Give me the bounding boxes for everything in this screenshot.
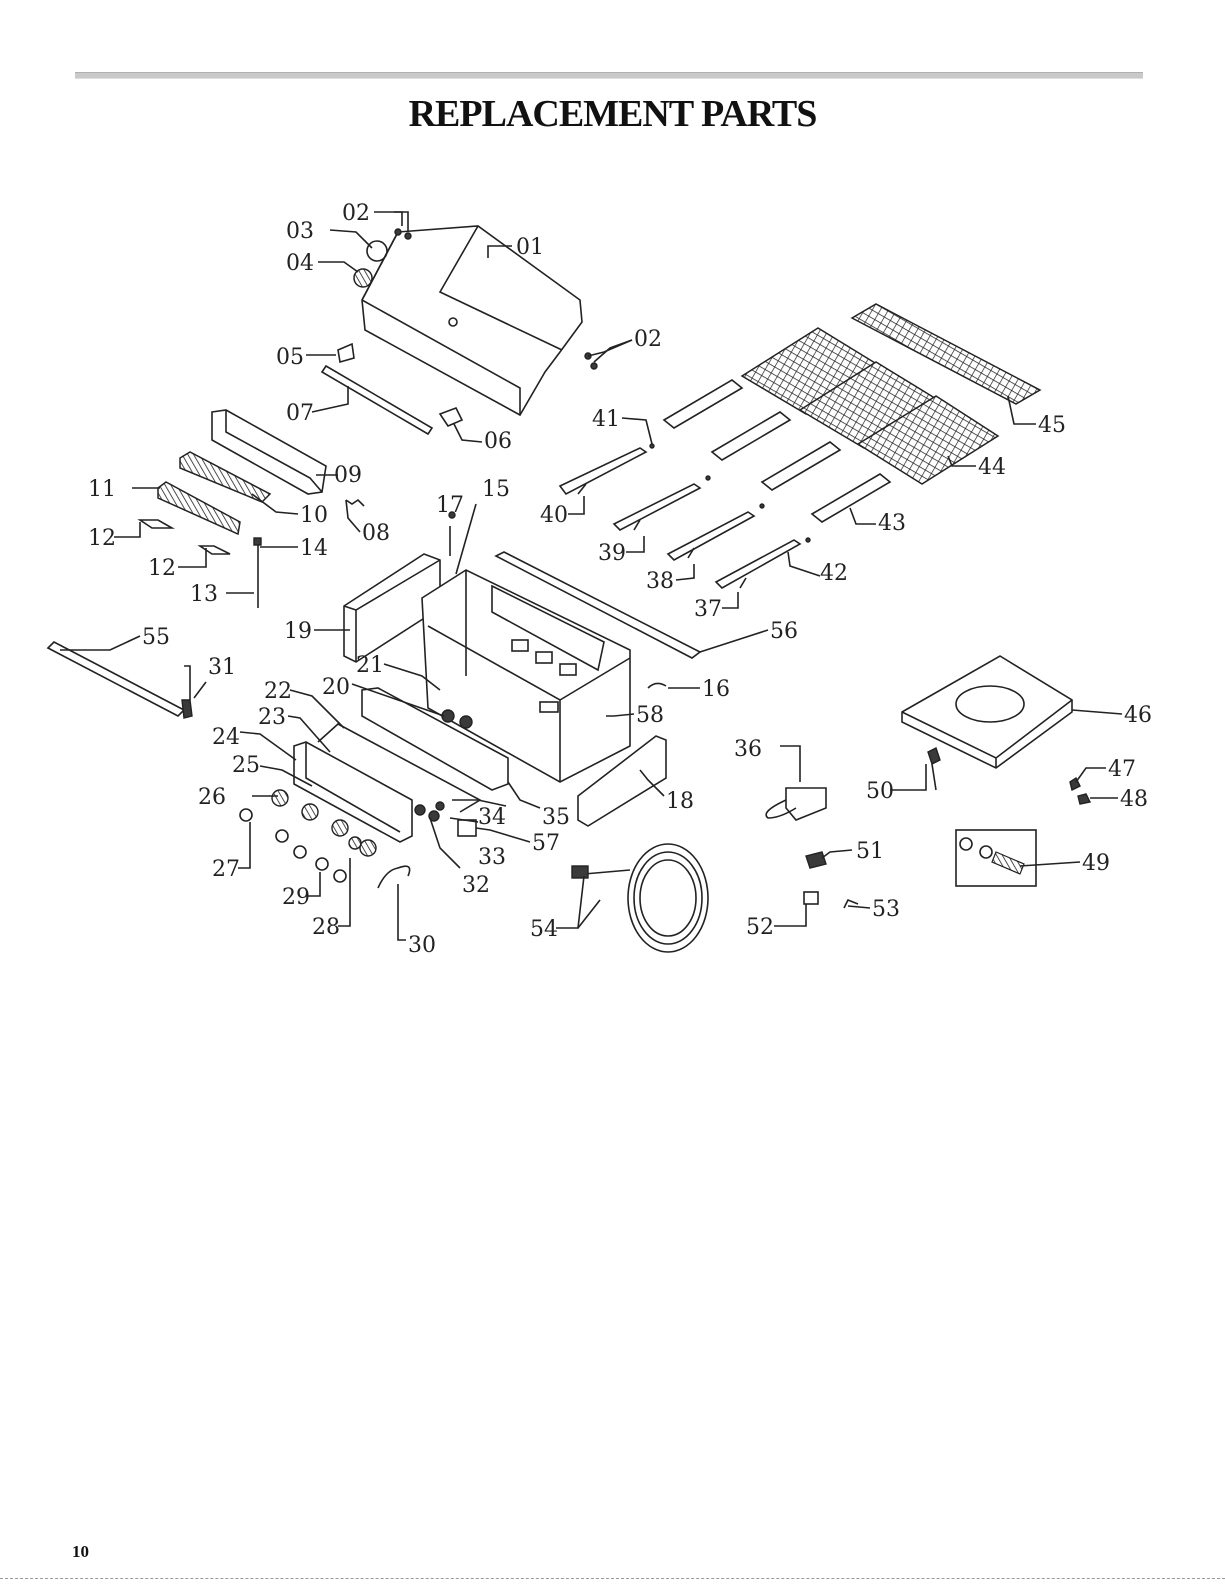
- callout-44: 44: [978, 455, 1006, 480]
- callout-28: 28: [312, 915, 340, 940]
- callout-47: 47: [1108, 757, 1136, 782]
- callout-11: 11: [88, 477, 116, 502]
- callout-51: 51: [856, 839, 884, 864]
- callout-06: 06: [484, 429, 512, 454]
- callout-50: 50: [866, 779, 894, 804]
- callout-34: 34: [478, 805, 506, 830]
- part-fitting-kit: [956, 830, 1036, 886]
- callout-12: 12: [88, 526, 116, 551]
- callout-53: 53: [872, 897, 900, 922]
- callout-39: 39: [598, 541, 626, 566]
- callout-56: 56: [770, 619, 798, 644]
- callout-23: 23: [258, 705, 286, 730]
- part-lid-handle: [322, 366, 432, 434]
- callout-22: 22: [264, 679, 292, 704]
- part-grease-cup: [766, 788, 826, 820]
- part-side-burner-valve: [928, 748, 940, 790]
- callout-49: 49: [1082, 851, 1110, 876]
- callout-42: 42: [820, 561, 848, 586]
- callout-24: 24: [212, 725, 240, 750]
- callout-14: 14: [300, 536, 328, 561]
- callout-35: 35: [542, 805, 570, 830]
- callout-05: 05: [276, 345, 304, 370]
- callout-09: 09: [334, 463, 362, 488]
- callout-36: 36: [734, 737, 762, 762]
- part-side-burner-cover: [902, 656, 1072, 768]
- callout-10: 10: [300, 503, 328, 528]
- callout-48: 48: [1120, 787, 1148, 812]
- part-bracket-plate: [458, 820, 476, 836]
- callout-13: 13: [190, 582, 218, 607]
- callout-07: 07: [286, 401, 314, 426]
- callout-58: 58: [636, 703, 664, 728]
- callout-02: 02: [634, 327, 662, 352]
- part-burner-tubes: [560, 448, 800, 588]
- callout-27: 27: [212, 857, 240, 882]
- part-small-fittings: [1070, 778, 1090, 804]
- callout-37: 37: [694, 597, 722, 622]
- callout-25: 25: [232, 753, 260, 778]
- callout-40: 40: [540, 503, 568, 528]
- part-valve-hose: [648, 683, 666, 688]
- callout-41: 41: [592, 407, 620, 432]
- callout-08: 08: [362, 521, 390, 546]
- part-wire: [346, 500, 364, 506]
- part-igniter-rod: [254, 538, 261, 608]
- callout-03: 03: [286, 219, 314, 244]
- callout-55: 55: [142, 625, 170, 650]
- part-valves: [415, 802, 444, 821]
- bottom-rule: [0, 1578, 1225, 1581]
- callout-26: 26: [198, 785, 226, 810]
- callout-04: 04: [286, 251, 314, 276]
- callout-54: 54: [530, 917, 558, 942]
- callout-20: 20: [322, 675, 350, 700]
- callout-31: 31: [208, 655, 236, 680]
- callout-02: 02: [342, 201, 370, 226]
- callout-12: 12: [148, 556, 176, 581]
- part-lid: [362, 226, 582, 415]
- callout-46: 46: [1124, 703, 1152, 728]
- part-rotisserie-rod: [48, 642, 192, 718]
- callout-38: 38: [646, 569, 674, 594]
- part-igniter-wire: [378, 866, 410, 888]
- callout-16: 16: [702, 677, 730, 702]
- part-ignition-components: [804, 852, 858, 908]
- callout-32: 32: [462, 873, 490, 898]
- callout-21: 21: [356, 653, 384, 678]
- callout-01: 01: [516, 235, 544, 260]
- callout-57: 57: [532, 831, 560, 856]
- callout-18: 18: [666, 789, 694, 814]
- callout-17: 17: [436, 493, 464, 518]
- page-number: 10: [72, 1542, 89, 1562]
- callout-29: 29: [282, 885, 310, 910]
- callout-45: 45: [1038, 413, 1066, 438]
- part-gas-hose: [572, 844, 708, 952]
- callout-30: 30: [408, 933, 436, 958]
- callout-33: 33: [478, 845, 506, 870]
- exploded-parts-diagram: 01 02 02 03 04 05 06 07 08 09 10 11 12 1…: [0, 0, 1225, 1000]
- callout-43: 43: [878, 511, 906, 536]
- callout-52: 52: [746, 915, 774, 940]
- callout-15: 15: [482, 477, 510, 502]
- callout-19: 19: [284, 619, 312, 644]
